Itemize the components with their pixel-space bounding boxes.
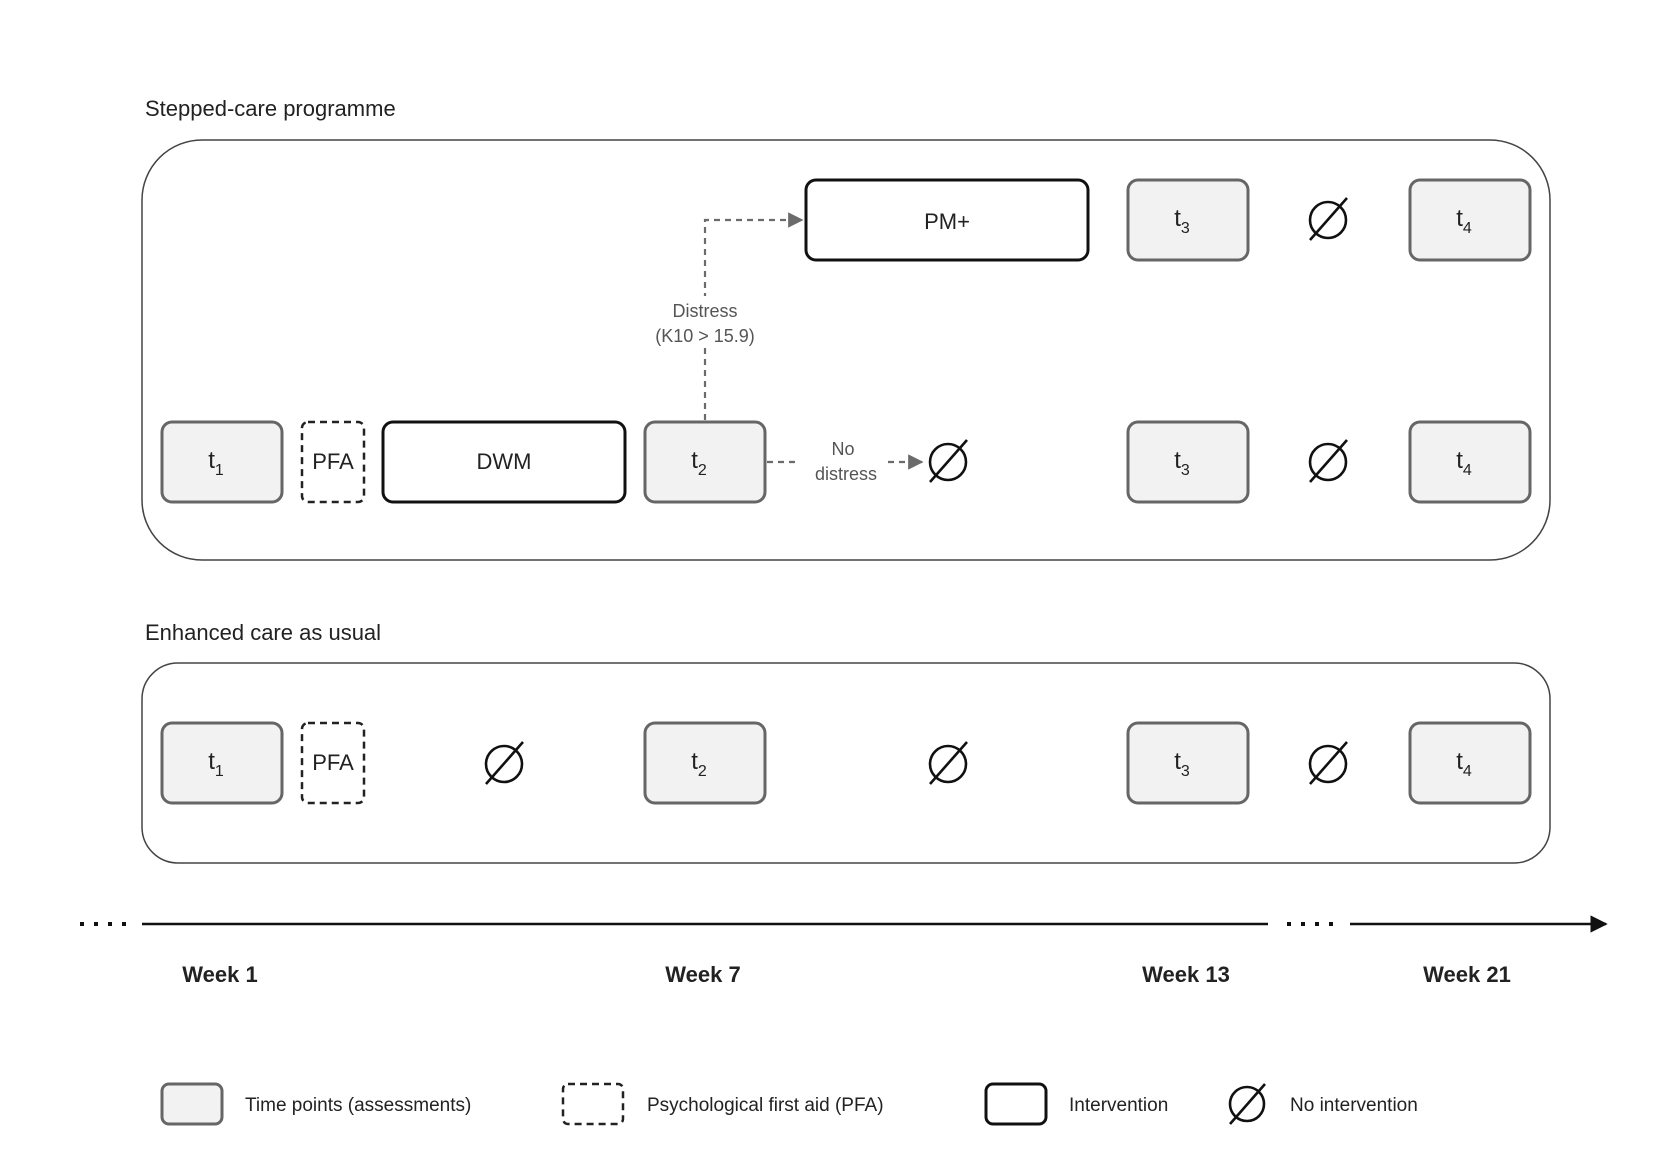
svg-text:t1: t1 [208, 447, 224, 479]
no-intervention-icon [928, 741, 968, 785]
svg-text:t3: t3 [1174, 447, 1190, 479]
no-intervention-icon [928, 439, 968, 483]
no-intervention-icon [484, 741, 524, 785]
svg-text:t3: t3 [1174, 205, 1190, 237]
legend: Time points (assessments) Psychological … [160, 1082, 1418, 1126]
svg-text:t2: t2 [691, 748, 707, 780]
svg-text:PFA: PFA [312, 449, 354, 474]
t4-box-ecau: t4 [1408, 721, 1532, 805]
legend-no-intervention-label: No intervention [1290, 1095, 1418, 1116]
week-1-label: Week 1 [182, 962, 257, 987]
distress-label-line1: Distress [672, 301, 737, 321]
svg-text:t3: t3 [1174, 748, 1190, 780]
legend-pfa-label: Psychological first aid (PFA) [647, 1095, 884, 1116]
svg-text:t2: t2 [691, 447, 707, 479]
no-distress-label-line1: No [831, 439, 854, 459]
week-7-label: Week 7 [665, 962, 740, 987]
t2-box-stepped: t2 [643, 420, 767, 504]
no-intervention-icon [1308, 439, 1348, 483]
svg-text:t1: t1 [208, 748, 224, 780]
svg-text:t4: t4 [1456, 748, 1472, 780]
t3-box-ecau: t3 [1126, 721, 1250, 805]
svg-text:PM+: PM+ [924, 209, 970, 234]
legend-intervention-swatch [984, 1082, 1048, 1126]
t2-box-ecau: t2 [643, 721, 767, 805]
t4-box-stepped-upper: t4 [1408, 178, 1532, 262]
no-distress-label-bg [800, 438, 886, 488]
ecau-title: Enhanced care as usual [145, 620, 381, 645]
distress-label-line2: (K10 > 15.9) [655, 326, 755, 346]
pfa-box-ecau: PFA [300, 721, 366, 805]
t4-box-stepped-lower: t4 [1408, 420, 1532, 504]
svg-text:t4: t4 [1456, 205, 1472, 237]
distress-label-bg [640, 296, 770, 348]
stepped-care-container [141, 139, 1551, 561]
pfa-box-stepped: PFA [300, 420, 366, 504]
stepped-care-title: Stepped-care programme [145, 96, 396, 121]
svg-text:PFA: PFA [312, 750, 354, 775]
legend-timepoint-label: Time points (assessments) [245, 1095, 471, 1116]
pm-plus-box: PM+ [804, 178, 1090, 262]
week-21-label: Week 21 [1423, 962, 1511, 987]
t1-box-ecau: t1 [160, 721, 284, 805]
legend-timepoint-swatch [160, 1082, 224, 1126]
t1-box-stepped: t1 [160, 420, 284, 504]
distress-arrow [703, 212, 804, 420]
no-intervention-icon [1308, 197, 1348, 241]
svg-text:DWM: DWM [477, 449, 532, 474]
dwm-box: DWM [381, 420, 627, 504]
no-distress-label-line2: distress [815, 464, 877, 484]
t3-box-stepped-upper: t3 [1126, 178, 1250, 262]
week-13-label: Week 13 [1142, 962, 1230, 987]
legend-pfa-swatch [561, 1082, 625, 1126]
t3-box-stepped-lower: t3 [1126, 420, 1250, 504]
svg-text:t4: t4 [1456, 447, 1472, 479]
no-intervention-icon [1308, 741, 1348, 785]
no-intervention-icon [1228, 1083, 1266, 1125]
legend-intervention-label: Intervention [1069, 1095, 1168, 1116]
ecau-container [141, 662, 1551, 864]
